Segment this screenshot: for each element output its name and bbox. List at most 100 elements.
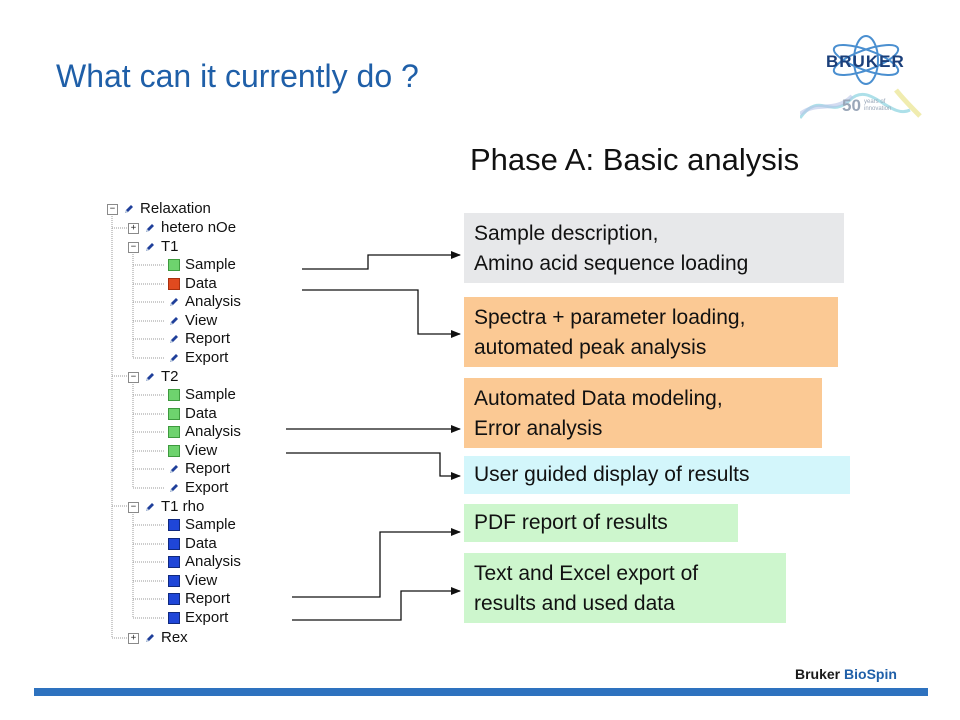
tree-leaf-t2-data[interactable]: Data (168, 405, 217, 423)
footer-bar (34, 688, 928, 696)
status-blue-icon (168, 556, 180, 569)
status-blue-icon (168, 519, 180, 532)
tree-leaf-label: View (185, 442, 218, 459)
tree-leaf-t1-sample[interactable]: Sample (168, 256, 236, 274)
arrow-view (286, 452, 461, 480)
box-line: results and used data (474, 592, 675, 615)
tree-leaf-label: Analysis (185, 423, 241, 440)
logo-years-line1: years of (864, 99, 886, 105)
tree-node-label: hetero nOe (161, 219, 237, 236)
tree-leaf-label: Analysis (185, 293, 241, 310)
status-blue-icon (168, 612, 180, 625)
box-line: Automated Data modeling, (474, 387, 723, 410)
tree-node-label: T2 (161, 368, 179, 385)
tree-leaf-t2-analysis[interactable]: Analysis (168, 423, 241, 441)
box-display-results: User guided display of results (464, 456, 850, 494)
tree-leaf-t1-rho-data[interactable]: Data (168, 535, 217, 553)
box-sample-description: Sample description, Amino acid sequence … (464, 213, 844, 283)
tree-node-hetero-noe[interactable]: hetero nOe (144, 219, 236, 237)
status-blue-icon (168, 538, 180, 551)
tree-node-rex[interactable]: Rex (144, 629, 188, 647)
logo-wordmark: BRUKER (826, 52, 905, 71)
logo-years-line2: innovation (864, 106, 892, 112)
tree-leaf-t2-report[interactable]: Report (168, 460, 230, 478)
footer-brand-division: BioSpin (844, 666, 897, 682)
tree-leaf-label: Report (185, 460, 231, 477)
tree-node-label: Rex (161, 629, 188, 646)
tree-leaf-label: Data (185, 405, 217, 422)
tree-expander-rex[interactable]: + (128, 633, 139, 644)
tree-leaf-label: View (185, 572, 218, 589)
tree-expander-t2[interactable]: − (128, 372, 139, 383)
tree-expander-t1-rho[interactable]: − (128, 502, 139, 513)
pencil-icon (170, 317, 178, 326)
pencil-icon (170, 484, 178, 493)
tree-leaf-label: Data (185, 275, 217, 292)
status-blue-icon (168, 593, 180, 606)
tree-leaf-label: Export (185, 479, 229, 496)
footer-brand: Bruker BioSpin (795, 666, 897, 682)
tree-leaf-t1-report[interactable]: Report (168, 330, 230, 348)
tree-node-relaxation[interactable]: Relaxation (123, 200, 211, 218)
logo-years-number: 50 (842, 96, 861, 115)
tree-node-label: Relaxation (140, 200, 211, 217)
box-line: automated peak analysis (474, 336, 707, 359)
tree-leaf-label: Report (185, 330, 231, 347)
status-green-icon (168, 259, 180, 272)
box-spectra-loading: Spectra + parameter loading, automated p… (464, 297, 838, 367)
arrow-export (292, 587, 461, 621)
box-line: Error analysis (474, 417, 603, 440)
box-data-modeling: Automated Data modeling, Error analysis (464, 378, 822, 448)
tree-leaf-t1-rho-sample[interactable]: Sample (168, 516, 236, 534)
tree-leaf-t1-export[interactable]: Export (168, 349, 228, 367)
pencil-icon (146, 224, 154, 233)
box-line: Amino acid sequence loading (474, 252, 749, 275)
tree-expander-relaxation[interactable]: − (107, 204, 118, 215)
status-green-icon (168, 408, 180, 421)
tree-leaf-t2-sample[interactable]: Sample (168, 386, 236, 404)
tree-leaf-label: Sample (185, 386, 236, 403)
slide-title: What can it currently do ? (56, 58, 419, 94)
tree-leaf-t1-data[interactable]: Data (168, 275, 217, 293)
bruker-atom-graphic (798, 35, 922, 119)
tree-node-t2[interactable]: T2 (144, 368, 179, 386)
tree-leaf-t2-view[interactable]: View (168, 442, 217, 460)
box-line: PDF report of results (474, 511, 668, 534)
box-pdf-report: PDF report of results (464, 504, 738, 542)
tree-leaf-t1-rho-analysis[interactable]: Analysis (168, 553, 241, 571)
tree-leaf-t1-rho-view[interactable]: View (168, 572, 217, 590)
tree-leaf-t1-view[interactable]: View (168, 312, 217, 330)
tree-node-t1-rho[interactable]: T1 rho (144, 498, 204, 516)
status-green-icon (168, 426, 180, 439)
arrow-report (292, 528, 461, 598)
tree-leaf-t1-rho-export[interactable]: Export (168, 609, 228, 627)
tree-leaf-label: Data (185, 535, 217, 552)
box-export: Text and Excel export of results and use… (464, 553, 786, 623)
tree-leaf-t1-analysis[interactable]: Analysis (168, 293, 241, 311)
bruker-logo: BRUKER 50 years of innovation (798, 30, 930, 125)
box-line: Spectra + parameter loading, (474, 306, 746, 329)
pencil-icon (170, 298, 178, 307)
tree-leaf-label: Report (185, 590, 231, 607)
tree-expander-t1[interactable]: − (128, 242, 139, 253)
tree-leaf-label: Sample (185, 516, 236, 533)
logo-years-text: years of innovation (864, 99, 891, 113)
status-green-icon (168, 445, 180, 458)
tree-node-t1[interactable]: T1 (144, 238, 179, 256)
arrow-sample (302, 251, 461, 270)
tree-expander-hetero-noe[interactable]: + (128, 223, 139, 234)
tree-leaf-t1-rho-report[interactable]: Report (168, 590, 230, 608)
footer-brand-name: Bruker (795, 666, 841, 682)
pencil-icon (146, 503, 154, 512)
pencil-icon (146, 243, 154, 252)
status-red-icon (168, 278, 180, 291)
pencil-icon (146, 634, 154, 643)
tree-node-label: T1 (161, 238, 179, 255)
tree-leaf-t2-export[interactable]: Export (168, 479, 228, 497)
phase-title: Phase A: Basic analysis (470, 142, 800, 177)
box-line: Sample description, (474, 222, 659, 245)
tree-leaf-label: Export (185, 609, 229, 626)
box-line: User guided display of results (474, 463, 750, 486)
